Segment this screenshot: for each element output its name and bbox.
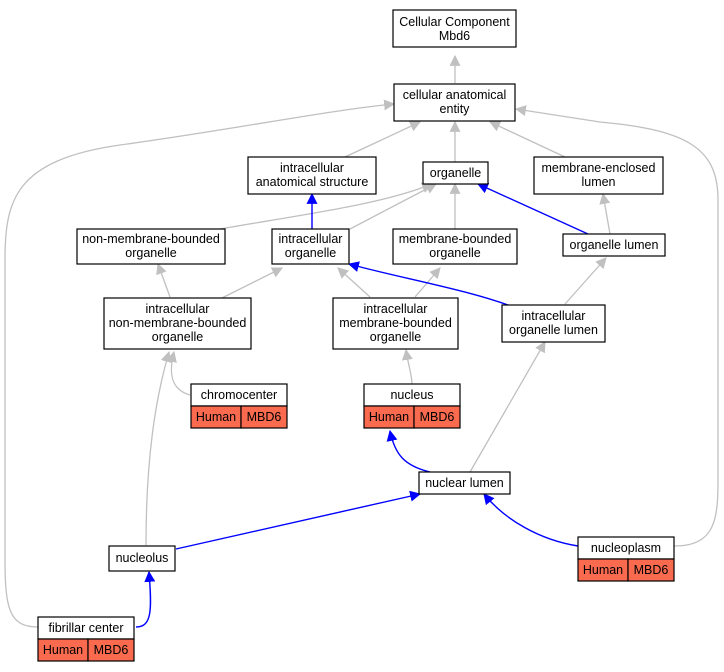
edge-nucleoplasm-part-of-nuclear-lumen: [483, 493, 579, 547]
node-intracellular-membrane-bounded-organelle[interactable]: intracellular membrane-bounded organelle: [332, 297, 459, 350]
edge-ol-to-mel: [599, 192, 611, 235]
node-label: intracellular: [279, 232, 343, 246]
edge-iol-part-of-io: [347, 261, 517, 309]
edge-fibrillar-center-to-cae: [4, 99, 396, 628]
node-non-membrane-bounded-organelle[interactable]: non-membrane-bounded organelle: [76, 228, 226, 265]
node-nuclear-lumen[interactable]: nuclear lumen: [418, 471, 511, 495]
node-label: nucleoplasm: [591, 541, 661, 555]
node-label: Cellular Component: [399, 15, 510, 29]
annotation-tag-gene: [627, 558, 675, 582]
node-label: nucleolus: [116, 551, 169, 565]
node-label: chromocenter: [201, 388, 277, 402]
tag-label: MBD6: [634, 563, 669, 577]
tag-label: MBD6: [247, 410, 282, 424]
node-label: membrane-bounded: [399, 232, 512, 246]
node-nucleus[interactable]: nucleus Human MBD6: [363, 383, 461, 429]
node-label: intracellular: [146, 302, 210, 316]
node-cellular-anatomical-entity[interactable]: cellular anatomical entity: [393, 83, 516, 122]
nodes: Cellular Component Mbd6 cellular anatomi…: [37, 9, 675, 662]
edge-nucleolus-to-inmbo: [145, 350, 172, 546]
edge-imbo-to-io: [337, 267, 371, 298]
node-label: lumen: [581, 175, 615, 189]
edge-inmbo-to-io: [221, 267, 283, 299]
edge-inmbo-to-nmbo: [156, 262, 171, 298]
edge-chromocenter-to-inmbo: [166, 350, 191, 396]
node-intracellular-organelle[interactable]: intracellular organelle: [271, 228, 350, 265]
tag-label: MBD6: [94, 643, 129, 657]
node-label: non-membrane-bounded: [109, 316, 247, 330]
edge-ol-part-of-organelle: [476, 183, 589, 235]
node-label: membrane-enclosed: [542, 161, 656, 175]
annotation-tag-gene: [413, 405, 461, 429]
tag-label: Human: [369, 410, 409, 424]
node-organelle-lumen[interactable]: organelle lumen: [562, 233, 666, 257]
edge-nucleolus-part-of-nuclear-lumen: [175, 490, 422, 550]
edge-nucleoplasm-to-cae: [514, 105, 719, 547]
node-label: non-membrane-bounded: [82, 232, 220, 246]
node-label: organelle: [285, 246, 336, 260]
node-label: organelle: [370, 330, 421, 344]
node-membrane-bounded-organelle[interactable]: membrane-bounded organelle: [392, 228, 518, 265]
node-label: organelle: [430, 166, 481, 180]
edge-fibrillar-center-part-of-nucleolus: [135, 570, 156, 628]
node-label: fibrillar center: [48, 621, 123, 635]
edge-ias-to-cae: [344, 121, 421, 158]
tag-label: Human: [583, 563, 623, 577]
node-label: entity: [440, 102, 471, 116]
annotation-tag-gene: [240, 405, 288, 429]
tag-label: MBD6: [420, 410, 455, 424]
node-label: Mbd6: [439, 29, 470, 43]
node-label: intracellular: [280, 161, 344, 175]
node-intracellular-organelle-lumen[interactable]: intracellular organelle lumen: [501, 304, 606, 343]
edge-nmbo-to-organelle: [219, 182, 434, 230]
node-nucleolus[interactable]: nucleolus: [108, 545, 176, 572]
edge-nucleus-to-imbo: [401, 348, 413, 385]
node-intracellular-anatomical-structure[interactable]: intracellular anatomical structure: [247, 156, 377, 195]
node-label: organelle: [152, 330, 203, 344]
tag-label: Human: [43, 643, 83, 657]
node-label: intracellular: [522, 309, 586, 323]
node-membrane-enclosed-lumen[interactable]: membrane-enclosed lumen: [533, 156, 664, 195]
node-label: organelle: [429, 246, 480, 260]
edge-iol-to-ol: [564, 257, 607, 305]
node-label: nuclear lumen: [425, 476, 504, 490]
edge-io-to-organelle: [349, 183, 437, 230]
edges: [4, 54, 719, 628]
node-label: organelle lumen: [509, 323, 598, 337]
tag-label: Human: [196, 410, 236, 424]
node-cellular-component[interactable]: Cellular Component Mbd6: [392, 9, 517, 48]
annotation-tag-gene: [87, 638, 135, 662]
node-organelle[interactable]: organelle: [422, 161, 489, 185]
node-label: organelle lumen: [570, 238, 659, 252]
node-label: cellular anatomical: [403, 88, 507, 102]
node-chromocenter[interactable]: chromocenter Human MBD6: [190, 383, 288, 429]
node-label: anatomical structure: [256, 175, 369, 189]
node-intracellular-non-membrane-bounded-organelle[interactable]: intracellular non-membrane-bounded organ…: [103, 297, 252, 350]
edge-nuclear-lumen-to-iol: [469, 341, 546, 473]
node-fibrillar-center[interactable]: fibrillar center Human MBD6: [37, 616, 135, 662]
edge-mel-to-cae: [489, 121, 566, 158]
edge-nuclear-lumen-part-of-nucleus: [386, 429, 431, 473]
node-label: membrane-bounded: [339, 316, 452, 330]
node-label: intracellular: [364, 302, 428, 316]
node-nucleoplasm[interactable]: nucleoplasm Human MBD6: [577, 536, 675, 582]
node-label: nucleus: [390, 388, 433, 402]
node-label: organelle: [125, 246, 176, 260]
